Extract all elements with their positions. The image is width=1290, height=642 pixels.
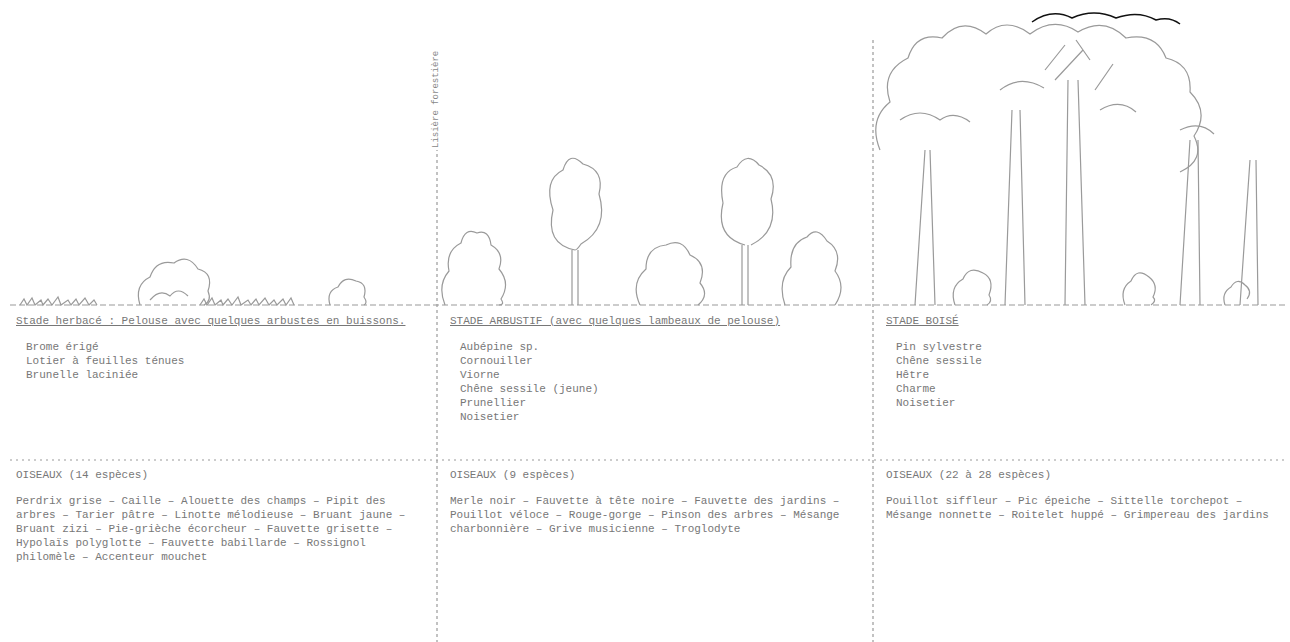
species-name: Charme	[886, 382, 1275, 396]
species-name: Brome érigé	[16, 340, 426, 354]
bird-list: Merle noir – Fauvette à tête noire – Fau…	[450, 494, 862, 536]
bird-list: Pouillot siffleur – Pic épeiche – Sittel…	[886, 494, 1275, 522]
stage-cell: STADE ARBUSTIF (avec quelques lambeaux d…	[442, 312, 870, 426]
species-name: Aubépine sp.	[450, 340, 862, 354]
birds-cell: OISEAUX (22 à 28 espèces) Pouillot siffle…	[878, 466, 1283, 524]
section-heading: OISEAUX (22 à 28 espèces)	[886, 468, 1275, 482]
vertical-label: Lisière forestière	[431, 49, 441, 150]
species-name: Cornouiller	[450, 354, 862, 368]
section-heading: Stade herbacé : Pelouse avec quelques ar…	[16, 314, 426, 328]
section-heading: STADE BOISÉ	[886, 314, 1275, 328]
stage-cell: STADE BOISÉ Pin sylvestreChêne sessileHêt…	[878, 312, 1283, 412]
species-name: Prunellier	[450, 396, 862, 410]
species-name: Chêne sessile (jeune)	[450, 382, 862, 396]
bird-list: Perdrix grise – Caille – Alouette des ch…	[16, 494, 426, 564]
species-name: Viorne	[450, 368, 862, 382]
species-name: Chêne sessile	[886, 354, 1275, 368]
section-heading: STADE ARBUSTIF (avec quelques lambeaux d…	[450, 314, 862, 328]
species-name: Noisetier	[450, 410, 862, 424]
birds-cell: OISEAUX (14 espèces) Perdrix grise – Cail…	[8, 466, 434, 566]
section-heading: OISEAUX (9 espèces)	[450, 468, 862, 482]
birds-cell: OISEAUX (9 espèces) Merle noir – Fauvette…	[442, 466, 870, 538]
species-name: Brunelle laciniée	[16, 368, 426, 382]
species-name: Noisetier	[886, 396, 1275, 410]
stage-cell: Stade herbacé : Pelouse avec quelques ar…	[8, 312, 434, 384]
species-name: Hêtre	[886, 368, 1275, 382]
species-name: Lotier à feuilles ténues	[16, 354, 426, 368]
species-name: Pin sylvestre	[886, 340, 1275, 354]
section-heading: OISEAUX (14 espèces)	[16, 468, 426, 482]
